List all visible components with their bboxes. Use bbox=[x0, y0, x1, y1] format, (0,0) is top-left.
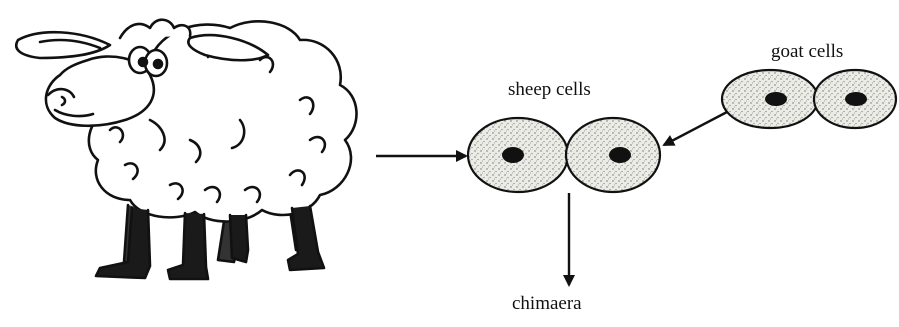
sheep-cells bbox=[468, 118, 660, 192]
chimaera-label: chimaera bbox=[512, 293, 582, 315]
goat-cell-left-nucleus bbox=[765, 92, 787, 106]
arrow-goat-to-cells bbox=[664, 112, 727, 145]
goat-cell-right-nucleus bbox=[845, 92, 867, 106]
goat-cells-label: goat cells bbox=[771, 41, 843, 63]
goat-cells bbox=[722, 70, 896, 128]
sheep-cell-left-nucleus bbox=[502, 147, 524, 163]
sheep-cell-right-nucleus bbox=[609, 147, 631, 163]
sheep-icon bbox=[16, 20, 356, 279]
sheep-cells-label: sheep cells bbox=[508, 79, 591, 101]
